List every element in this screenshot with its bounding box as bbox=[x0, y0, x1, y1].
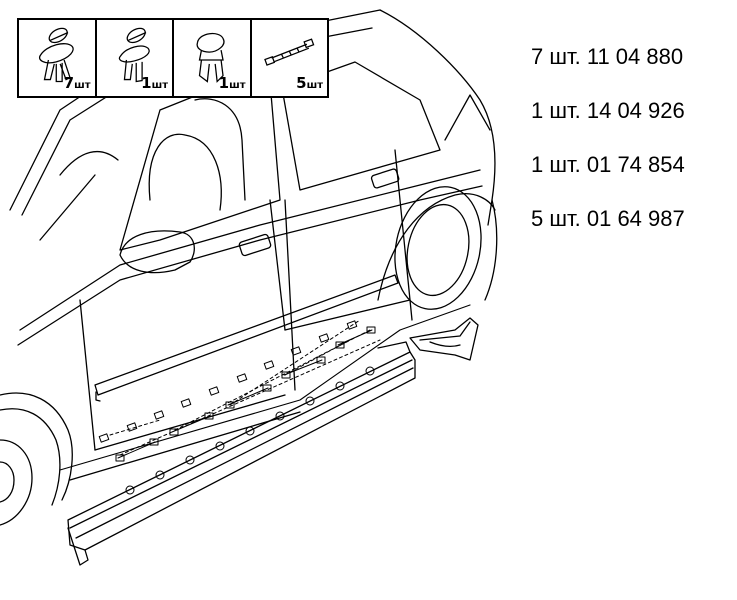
front-wheel bbox=[0, 392, 73, 526]
legend-cell-tie-5: 5шт bbox=[252, 20, 328, 96]
qty-unit: шт bbox=[229, 80, 246, 91]
part-number-item: 1 шт. 14 04 926 bbox=[531, 98, 685, 123]
qty-unit: шт bbox=[306, 80, 323, 91]
sill-moulding bbox=[67, 341, 416, 566]
qty-number: 1 bbox=[218, 74, 230, 92]
qty-number: 7 bbox=[63, 74, 75, 92]
qty-number: 1 bbox=[141, 74, 152, 92]
rear-wheel bbox=[377, 186, 498, 310]
clip-icon bbox=[196, 32, 225, 83]
legend-qty: 7шт bbox=[64, 76, 91, 93]
legend-cell-rivet-1: 1шт bbox=[97, 20, 174, 96]
cable-ties bbox=[115, 326, 376, 462]
legend-qty: 1шт bbox=[141, 76, 168, 93]
qty-unit: шт bbox=[74, 80, 91, 91]
push-rivet-icon bbox=[118, 27, 150, 83]
qty-unit: шт bbox=[151, 80, 168, 91]
clip-holes bbox=[98, 320, 358, 443]
qty-number: 5 bbox=[296, 74, 307, 92]
car-body-outline bbox=[9, 9, 496, 451]
part-number-item: 5 шт. 01 64 987 bbox=[531, 206, 685, 231]
cable-tie-icon bbox=[263, 38, 314, 66]
legend-qty: 5шт bbox=[296, 76, 323, 93]
legend-cell-clip-1: 1шт bbox=[174, 20, 252, 96]
rear-sill-end-piece bbox=[409, 317, 479, 361]
fastener-legend: 7шт 1шт 1шт 5шт bbox=[17, 18, 329, 98]
fastener-rows bbox=[98, 319, 381, 462]
push-rivet-icon bbox=[39, 27, 74, 83]
part-number-item: 7 шт. 11 04 880 bbox=[531, 44, 684, 69]
legend-cell-rivet-7: 7шт bbox=[19, 20, 97, 96]
legend-qty: 1шт bbox=[219, 76, 246, 93]
part-number-item: 1 шт. 01 74 854 bbox=[531, 152, 685, 177]
part-number-list: 7 шт. 11 04 880 1 шт. 14 04 926 1 шт. 01… bbox=[531, 42, 685, 258]
